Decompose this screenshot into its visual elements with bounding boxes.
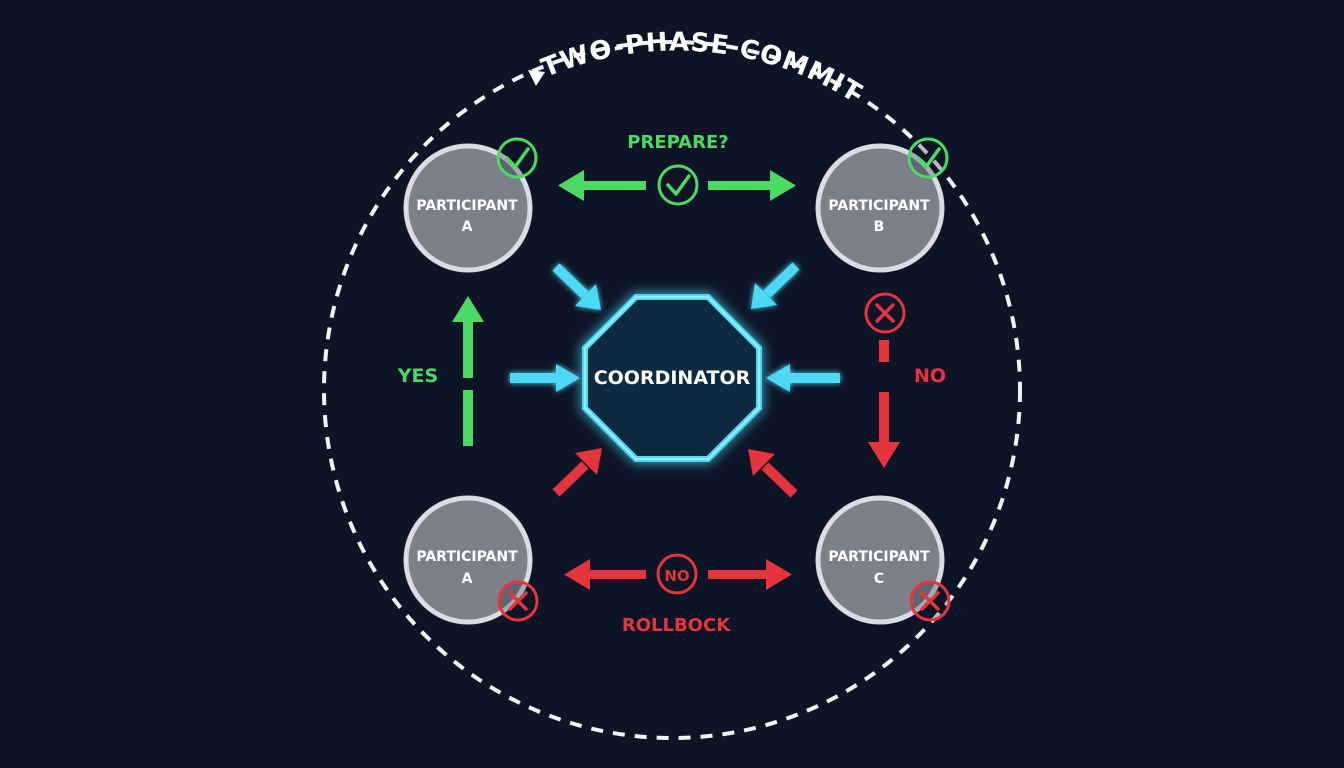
check-circle-icon (657, 164, 699, 206)
participant-top-right-id: B (874, 219, 885, 235)
participant-top-left-id: A (462, 219, 473, 235)
check-circle-icon (907, 137, 949, 179)
coordinator-label: COORDINATOR (594, 367, 751, 389)
diagram-title: TWO-PHASE COMMIT (537, 27, 867, 109)
red-arrow-bottomright-in (748, 449, 798, 498)
x-circle-icon (864, 292, 906, 334)
rollback-label: ROLLBOCK (622, 615, 731, 636)
check-circle-icon (496, 137, 538, 179)
cyan-arrow-topleft-in (552, 263, 601, 310)
participant-top-right: PARTICIPANT B (815, 143, 945, 273)
no-down-arrow (868, 340, 900, 468)
coordinator-node: COORDINATOR (582, 294, 762, 462)
outer-dashed-ring (322, 40, 1022, 740)
participant-bottom-right-name: PARTICIPANT (828, 549, 930, 565)
participant-bottom-right: PARTICIPANT C (815, 495, 945, 625)
participant-bottom-left-id: A (462, 571, 473, 587)
participant-bottom-left: PARTICIPANT A (403, 495, 533, 625)
no-side-label: NO (914, 365, 946, 387)
prepare-label: PREPARE? (627, 132, 728, 153)
cyan-arrow-left-in (510, 364, 580, 392)
yes-up-arrow (452, 296, 484, 446)
participant-top-left: PARTICIPANT A (403, 143, 533, 273)
red-arrow-bottomleft-in (552, 448, 602, 497)
x-circle-icon (909, 580, 951, 622)
cyan-arrow-topright-in (751, 262, 800, 309)
cyan-arrow-right-in (766, 364, 840, 392)
prepare-double-arrow (558, 170, 796, 201)
participant-top-right-name: PARTICIPANT (828, 198, 930, 214)
no-badge-label: NO (664, 567, 689, 585)
rollback-double-arrow (564, 559, 792, 590)
yes-label: YES (397, 365, 438, 387)
participant-top-left-name: PARTICIPANT (416, 198, 518, 214)
x-circle-icon (497, 580, 539, 622)
participant-bottom-left-name: PARTICIPANT (416, 549, 518, 565)
participant-bottom-right-id: C (874, 571, 884, 587)
no-badge: NO (656, 553, 698, 595)
ring-arrowhead-icon (528, 70, 545, 86)
